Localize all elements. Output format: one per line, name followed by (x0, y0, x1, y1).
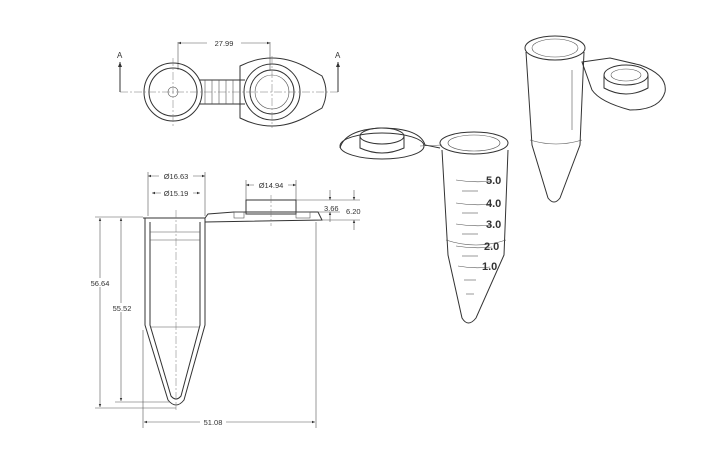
side-section-view: Ø16.63 Ø15.19 Ø14.94 3.66 6.20 56.64 55.… (86, 171, 361, 428)
dim-outer-diameter: Ø16.63 (164, 172, 189, 181)
graduation-label: 3.0 (486, 219, 501, 231)
dim-cap-diameter: Ø14.94 (259, 181, 284, 190)
dim-overall-width: 51.08 (204, 418, 223, 427)
top-view: 27.99 A A (117, 38, 341, 128)
isometric-tube-back-view (524, 35, 666, 203)
dim-cap-total-height: 6.20 (346, 207, 361, 216)
section-label-right: A (335, 51, 341, 60)
dim-overall-height: 56.64 (91, 279, 110, 288)
graduation-label: 4.0 (486, 198, 501, 210)
graduation-label: 1.0 (482, 261, 497, 273)
dim-top-width: 27.99 (215, 39, 234, 48)
section-label-left: A (117, 51, 123, 60)
graduation-label: 2.0 (484, 241, 499, 253)
isometric-tube-view: 5.0 4.0 3.0 2.0 1.0 (339, 127, 509, 324)
dim-inner-diameter: Ø15.19 (164, 189, 189, 198)
graduation-label: 5.0 (486, 175, 501, 187)
dim-tube-height: 55.52 (113, 304, 132, 313)
dim-cap-height: 3.66 (324, 204, 339, 213)
